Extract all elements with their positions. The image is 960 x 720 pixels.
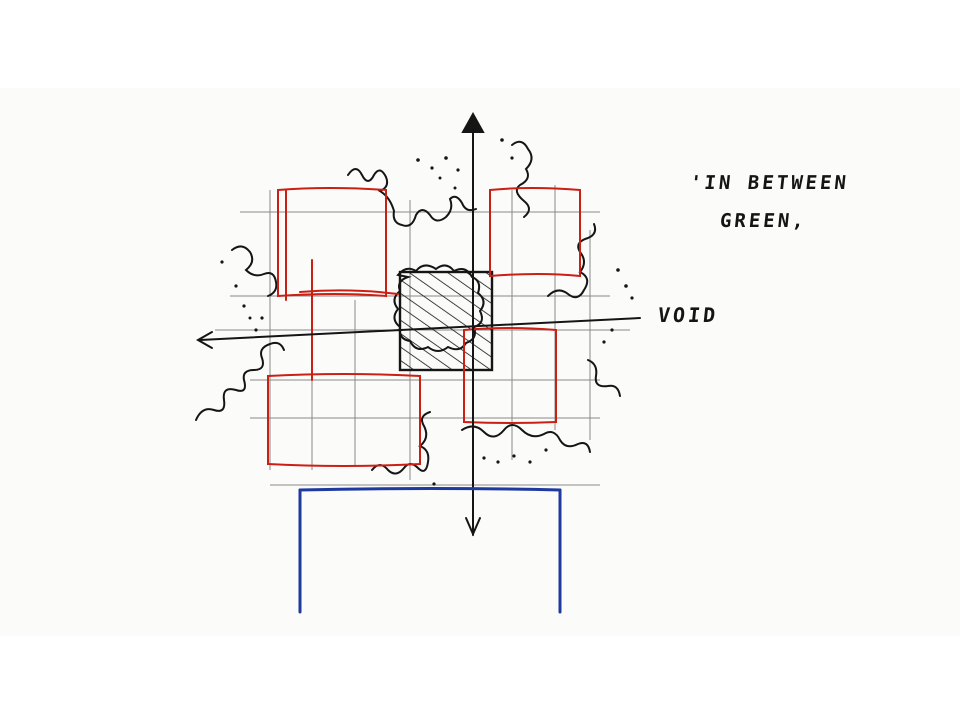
annotation-void-label: VOID — [656, 303, 720, 327]
red-building-outlines — [267, 187, 581, 467]
axes — [195, 111, 641, 537]
void-block — [398, 270, 494, 372]
annotation-title-line2: GREEN, — [718, 210, 808, 232]
annotation-title-line1: 'IN BETWEEN — [688, 172, 850, 194]
blue-frame — [298, 487, 562, 614]
stipple-dots — [220, 138, 634, 486]
